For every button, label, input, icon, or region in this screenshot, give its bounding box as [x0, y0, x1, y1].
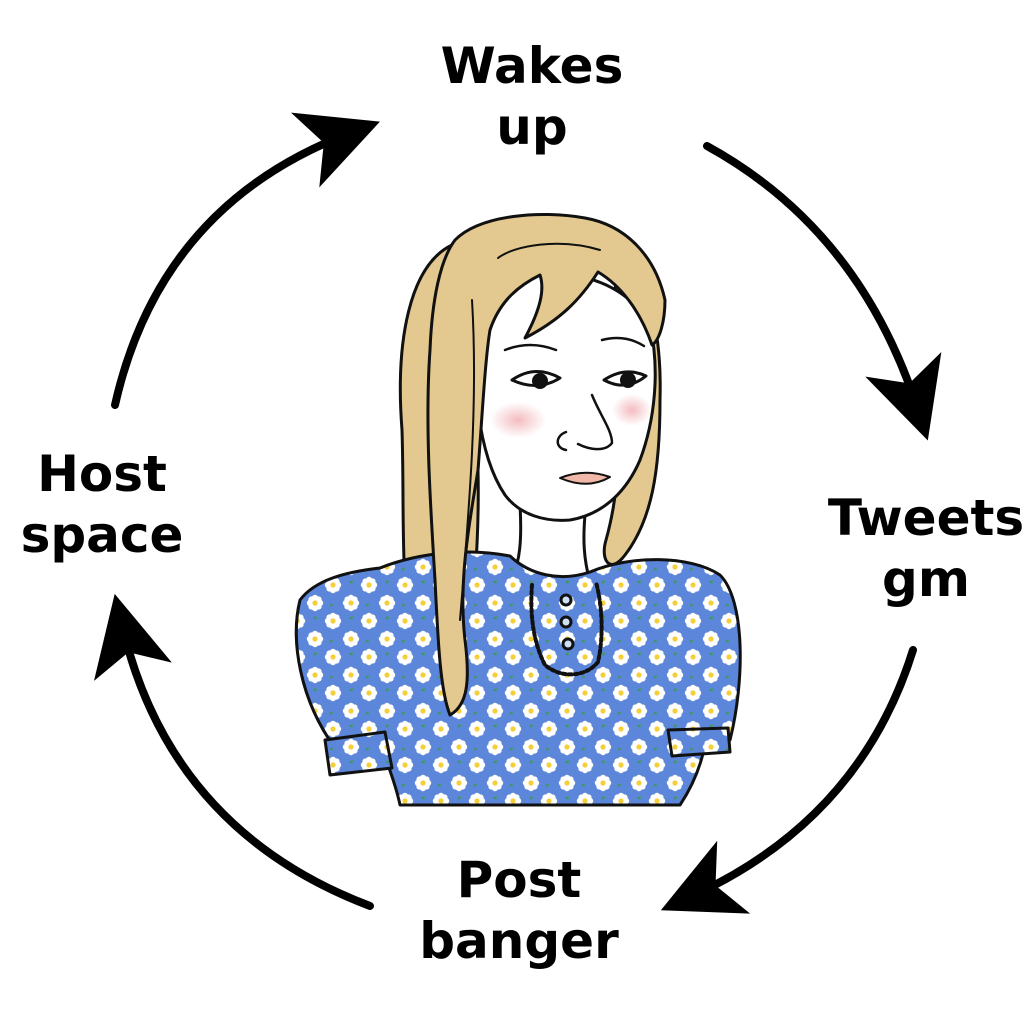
- step-host-space-line2: space: [20, 506, 184, 564]
- sleeve-left-cuff: [323, 730, 394, 777]
- cycle-arrows: [94, 112, 942, 914]
- button-1: [559, 593, 573, 607]
- step-host-space: Host space: [21, 444, 184, 566]
- hair-strand: [459, 242, 601, 621]
- step-tweets-gm-line1: Tweets: [827, 489, 1025, 547]
- dress: [294, 550, 742, 807]
- step-post-banger-line1: Post: [456, 851, 582, 909]
- arrow-wakes-to-tweets: [703, 142, 942, 441]
- arrow-tweets-to-post: [660, 646, 917, 914]
- blush-right: [612, 394, 652, 426]
- nose: [556, 393, 614, 452]
- eyebrow-left: [503, 343, 558, 352]
- arrow-post-to-host: [94, 593, 374, 910]
- button-2: [559, 615, 573, 629]
- step-wakes-up: Wakes up: [441, 36, 624, 158]
- hair-front: [426, 213, 667, 717]
- step-tweets-gm-line2: gm: [882, 550, 970, 608]
- step-wakes-up-line1: Wakes: [440, 37, 624, 95]
- step-host-space-line1: Host: [37, 445, 167, 503]
- sleeve-right-cuff: [666, 726, 732, 758]
- button-3: [561, 637, 575, 651]
- center-character: [294, 213, 742, 807]
- step-tweets-gm: Tweets gm: [828, 488, 1024, 610]
- arrow-host-to-wakes: [111, 112, 380, 409]
- eyebrow-right: [600, 336, 646, 348]
- step-wakes-up-line2: up: [496, 98, 568, 156]
- step-post-banger-line2: banger: [419, 912, 619, 970]
- step-post-banger: Post banger: [419, 850, 619, 972]
- blush-left: [490, 402, 546, 438]
- lips: [559, 471, 611, 485]
